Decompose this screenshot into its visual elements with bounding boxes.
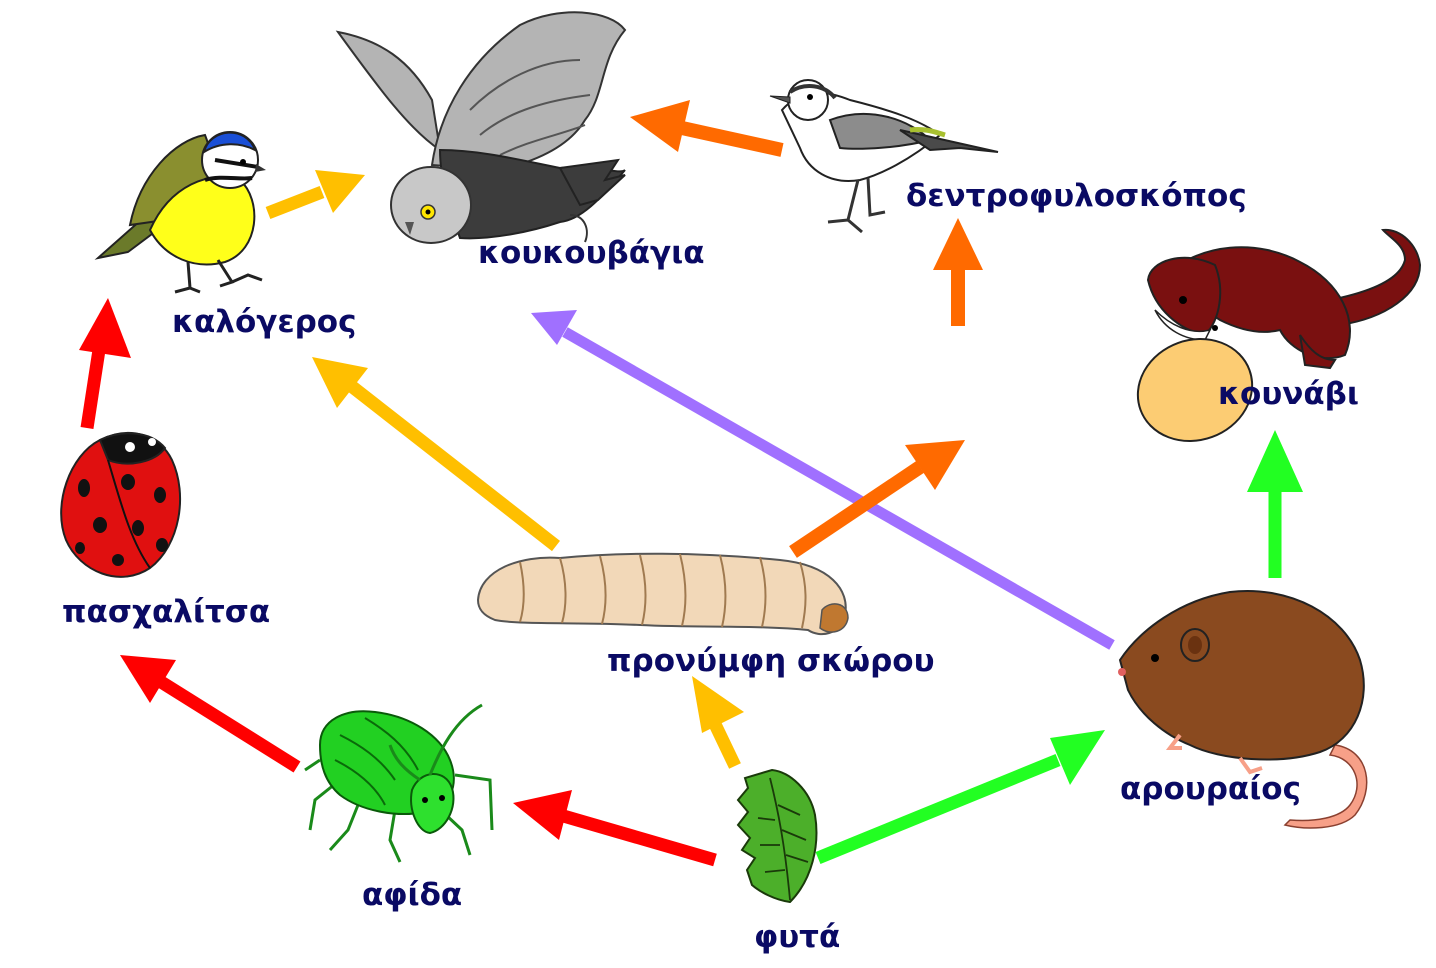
arrow-vole-to-weasel: [1247, 430, 1303, 578]
label-ladybird: πασχαλίτσα: [62, 594, 271, 630]
arrow-plants-to-larva: [692, 676, 744, 769]
arrow-plants-to-aphid: [513, 790, 717, 867]
leaf-icon: [736, 768, 818, 904]
label-owl: κουκουβάγια: [478, 235, 705, 271]
label-moth-larva: προνύμφη σκώρου: [607, 643, 935, 679]
warbler-icon: [769, 79, 999, 234]
arrow-warbler-to-owl: [630, 100, 784, 157]
label-blue-tit: καλόγερος: [172, 304, 357, 340]
arrow-bluetit-to-owl: [265, 170, 365, 220]
arrow-vole-to-owl: [531, 310, 1115, 650]
arrow-up-to-warbler: [933, 218, 983, 326]
arrow-plants-to-vole: [815, 730, 1105, 865]
arrow-ladybird-to-bluetit: [79, 298, 131, 429]
label-plants: φυτά: [754, 919, 841, 955]
ladybird-icon: [60, 431, 182, 578]
arrow-larva-to-warbler: [789, 440, 965, 558]
owl-icon: [335, 11, 627, 244]
aphid-icon: [304, 703, 494, 863]
label-vole: αρουραίος: [1120, 771, 1301, 807]
larva-icon: [476, 552, 849, 636]
label-aphid: αφίδα: [362, 877, 463, 913]
label-warbler: δεντροφυλοσκόπος: [906, 178, 1247, 214]
arrow-larva-to-bluetit: [312, 357, 561, 552]
feeding-arrows: [79, 100, 1303, 867]
arrow-aphid-to-ladybird: [120, 655, 301, 773]
weasel-icon: [1146, 228, 1422, 370]
blue-tit-icon: [94, 131, 266, 294]
label-weasel: κουνάβι: [1218, 376, 1359, 412]
egg-icon: [1136, 337, 1254, 443]
vole-icon: [1118, 590, 1368, 829]
